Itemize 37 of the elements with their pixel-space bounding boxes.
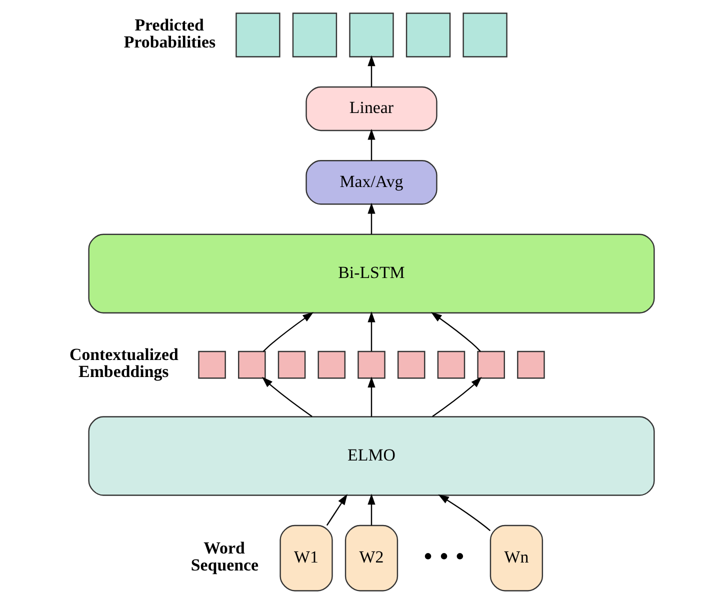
label: • • •	[423, 540, 465, 571]
arrow	[368, 311, 376, 352]
label: Predicted Probabilities	[124, 15, 216, 52]
node-box	[358, 350, 386, 379]
node-box	[397, 350, 426, 379]
arrow	[262, 312, 314, 352]
node-box: W1	[280, 524, 333, 592]
label: Word Sequence	[190, 538, 259, 574]
node-box	[517, 350, 545, 379]
arrow	[368, 376, 376, 417]
arrow	[262, 376, 312, 417]
node-box	[437, 350, 466, 379]
node-box: Wn	[490, 524, 544, 592]
node-box	[406, 12, 451, 58]
node-box	[318, 350, 346, 379]
node-box	[278, 350, 306, 379]
node-box: Linear	[306, 86, 438, 132]
node-box	[477, 350, 505, 379]
node-box	[349, 12, 394, 58]
arrow	[368, 202, 376, 234]
node-box: W2	[344, 524, 398, 592]
node-box: Bi-LSTM	[88, 234, 655, 314]
node-box: Max/Avg	[306, 160, 438, 205]
node-box	[198, 350, 226, 379]
arrow	[368, 128, 376, 161]
arrow	[430, 312, 481, 352]
arrow	[368, 55, 376, 87]
arrow	[438, 494, 491, 532]
node-box	[292, 12, 338, 58]
arrow	[326, 494, 348, 526]
node-box	[238, 350, 266, 379]
node-box	[462, 12, 508, 58]
node-box	[236, 12, 280, 58]
arrow	[432, 376, 482, 417]
label: Contextualized Embeddings	[69, 345, 178, 382]
node-box: ELMO	[88, 416, 655, 496]
arrow	[368, 494, 376, 526]
